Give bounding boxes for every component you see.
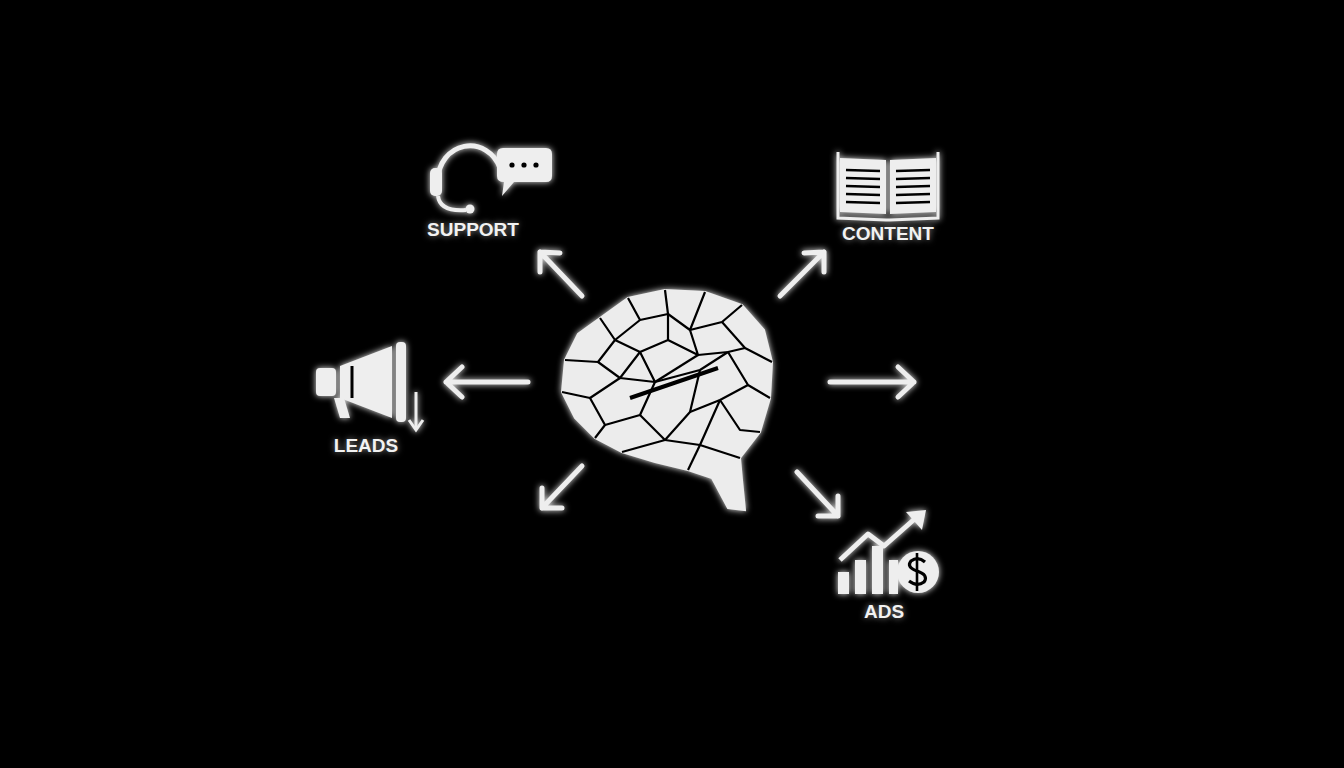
arrow (830, 367, 914, 397)
icon-label: CONTENT (842, 223, 934, 245)
icon-label: SUPPORT (427, 219, 519, 241)
icon-label: LEADS (334, 435, 398, 457)
megaphone-icon (316, 342, 423, 430)
icon-label: ADS (864, 601, 904, 623)
book-icon (838, 152, 938, 220)
arrow (446, 367, 528, 397)
arrow (797, 472, 838, 516)
arrow (780, 252, 824, 296)
arrows (446, 252, 914, 516)
ads-chart-icon (838, 510, 939, 594)
arrow (540, 252, 582, 296)
headset-icon (430, 146, 552, 214)
arrow (542, 466, 582, 508)
brain-icon (562, 290, 772, 510)
